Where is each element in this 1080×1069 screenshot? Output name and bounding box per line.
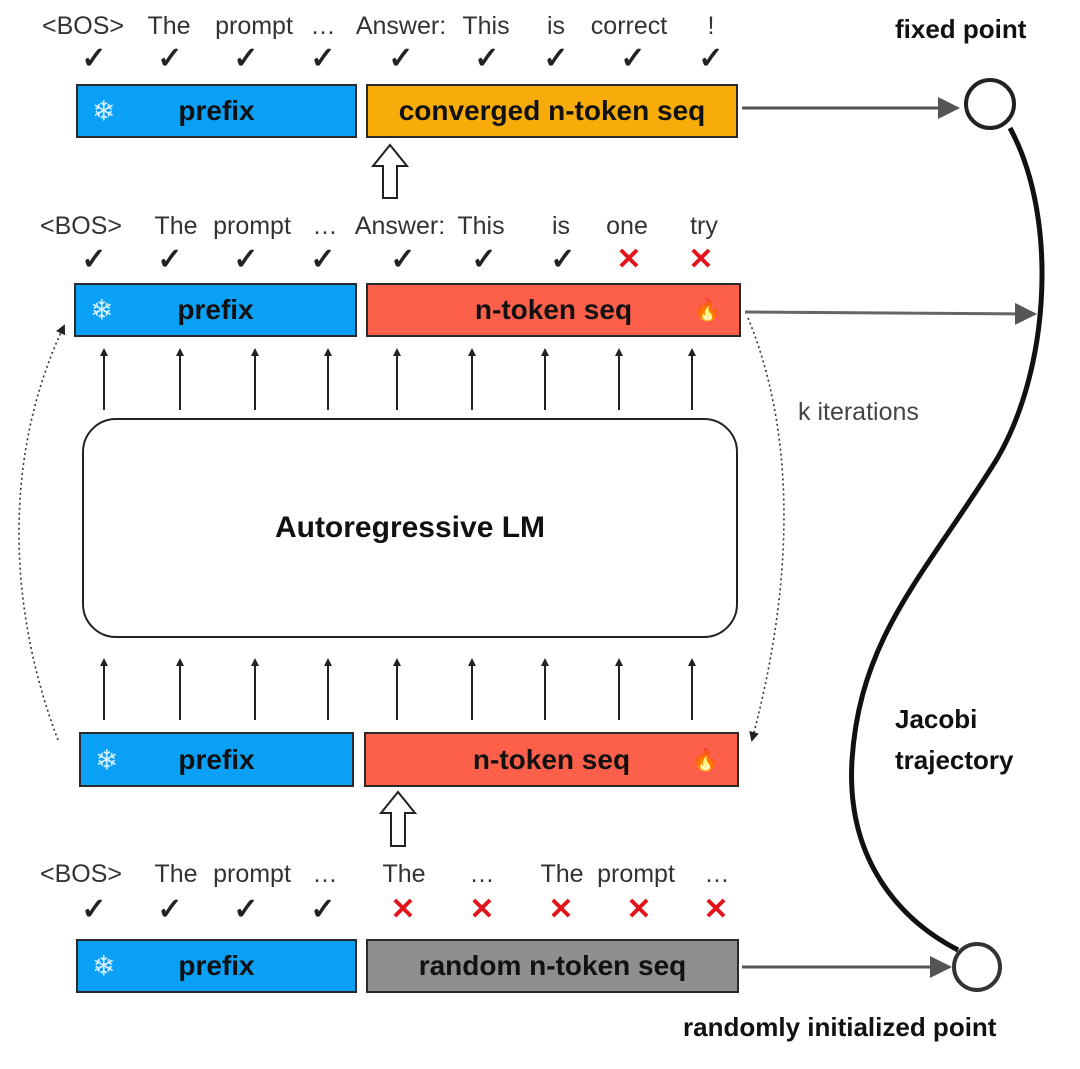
ntoken-seq-box-lower: n-token seq 🔥 [364,732,739,787]
fire-icon: 🔥 [691,746,719,772]
check-icon: ✓ [233,42,259,75]
fire-icon: 🔥 [693,297,721,322]
jacobi-trajectory-curve [849,126,1045,953]
token-label: prompt [213,212,291,240]
autoregressive-lm-box: Autoregressive LM [82,418,738,638]
lm-label: Autoregressive LM [274,511,546,544]
check-icon: ✓ [81,42,107,75]
converged-seq-box: converged n-token seq [366,84,738,138]
prefix-box-middle: ❄ prefix [74,283,357,337]
cross-icon: ✕ [469,893,495,926]
random-point-label: randomly initialized point [683,1012,997,1042]
prefix-label: prefix [178,950,255,981]
k-iterations-loop-arrow [747,317,785,742]
arrow-to-trajectory [744,302,1037,325]
token-label: <BOS> [40,212,122,240]
check-icon: ✓ [157,893,183,926]
token-label: ! [707,12,715,40]
token-label: prompt [597,860,675,888]
cross-icon: ✕ [626,893,652,926]
check-icon: ✓ [543,42,569,75]
hollow-up-arrow-top [370,143,410,199]
upper-token-arrows [100,348,696,410]
check-icon: ✓ [81,243,107,276]
token-label: This [462,12,510,40]
check-icon: ✓ [550,243,576,276]
prefix-box-top: ❄ prefix [76,84,357,138]
ntoken-seq-label: n-token seq [472,743,631,775]
token-label: The [147,12,191,40]
prefix-label: prefix [178,95,255,126]
prefix-box-lower: ❄ prefix [79,732,354,787]
check-icon: ✓ [698,42,724,75]
lower-token-arrows [100,658,696,720]
fixed-point-circle [964,78,1016,130]
cross-icon: ✕ [688,243,714,276]
token-label: is [551,212,571,240]
cross-icon: ✕ [390,893,416,926]
snowflake-icon: ❄ [92,950,116,982]
prefix-label: prefix [178,743,255,775]
check-icon: ✓ [620,42,646,75]
token-label: Answer: [354,212,446,240]
jacobi-label-line2: trajectory [895,745,1014,775]
converged-seq-label: converged n-token seq [398,95,706,126]
token-label: … [469,860,495,888]
token-label: This [457,212,505,240]
token-label: … [704,860,730,888]
token-label: … [312,860,338,888]
random-seq-label: random n-token seq [418,950,687,981]
token-label: try [690,212,718,240]
check-icon: ✓ [474,42,500,75]
random-point-circle [952,942,1002,992]
ntoken-seq-label: n-token seq [474,294,633,325]
check-icon: ✓ [157,243,183,276]
token-label: <BOS> [42,12,124,40]
check-icon: ✓ [310,893,336,926]
random-seq-box: random n-token seq [366,939,739,993]
check-icon: ✓ [233,243,259,276]
snowflake-icon: ❄ [92,95,116,127]
snowflake-icon: ❄ [95,744,119,775]
feedback-loop-arrow [18,324,66,741]
token-label: … [312,212,338,240]
token-label: is [546,12,566,40]
check-icon: ✓ [233,893,259,926]
cross-icon: ✕ [548,893,574,926]
k-iterations-label: k iterations [798,398,919,426]
check-icon: ✓ [310,243,336,276]
token-label: The [382,860,426,888]
token-label: The [154,860,198,888]
check-icon: ✓ [81,893,107,926]
token-label: correct [590,12,668,40]
token-label: Answer: [355,12,447,40]
check-icon: ✓ [390,243,416,276]
cross-icon: ✕ [616,243,642,276]
token-label: … [310,12,336,40]
prefix-box-bottom: ❄ prefix [76,939,357,993]
hollow-up-arrow-bottom [378,790,418,847]
check-icon: ✓ [388,42,414,75]
token-label: The [154,212,198,240]
cross-icon: ✕ [703,893,729,926]
check-icon: ✓ [310,42,336,75]
token-label: <BOS> [40,860,122,888]
ntoken-seq-box-middle: n-token seq 🔥 [366,283,741,337]
token-label: The [540,860,584,888]
prefix-label: prefix [177,294,254,325]
check-icon: ✓ [157,42,183,75]
token-label: one [606,212,648,240]
token-label: prompt [213,860,291,888]
snowflake-icon: ❄ [90,294,114,326]
token-label: prompt [215,12,293,40]
check-icon: ✓ [471,243,497,276]
jacobi-label-line1: Jacobi [895,704,978,734]
fixed-point-label: fixed point [895,14,1027,44]
